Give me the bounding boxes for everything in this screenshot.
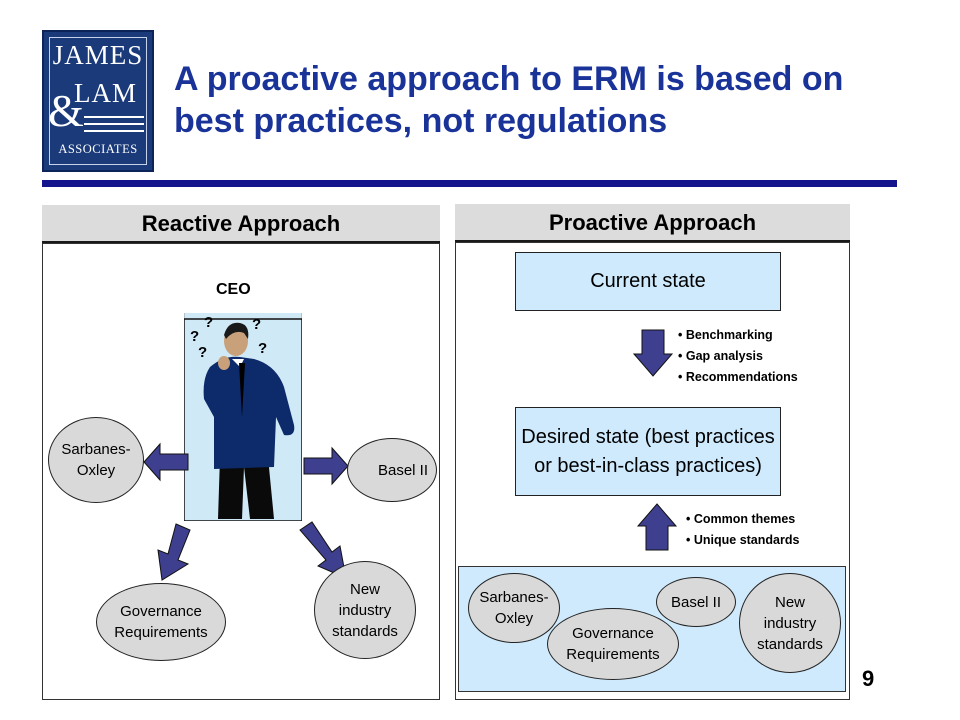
bullet-item: Common themes: [686, 509, 799, 530]
arrow-down-left-icon: [157, 523, 191, 581]
logo-line: [84, 130, 144, 132]
arrow-down-icon: [632, 329, 674, 377]
arrow-down-right-icon: [299, 521, 347, 579]
logo-text-associates: ASSOCIATES: [58, 142, 138, 156]
logo-line: [84, 123, 144, 125]
logo-ampersand: &: [48, 85, 84, 136]
basel-ellipse: Basel II: [656, 577, 736, 627]
logo-text-lam: LAM: [74, 78, 137, 108]
sarbanes-oxley-ellipse: Sarbanes- Oxley: [468, 573, 560, 643]
desired-state-box: Desired state (best practices or best-in…: [515, 407, 781, 496]
question-mark: ?: [198, 344, 208, 361]
industry-standards-ellipse: New industry standards: [314, 561, 416, 659]
governance-ellipse: Governance Requirements: [96, 583, 226, 661]
page-number: 9: [862, 666, 875, 691]
question-mark: ?: [258, 340, 268, 357]
governance-ellipse: Governance Requirements: [547, 608, 679, 680]
slide-title: A proactive approach to ERM is based on …: [174, 60, 844, 140]
sarbanes-oxley-ellipse: Sarbanes- Oxley: [48, 417, 144, 503]
reactive-header: Reactive Approach: [42, 205, 440, 243]
logo-text-james: JAMES: [52, 40, 144, 70]
title-divider: [42, 180, 897, 187]
arrow-up-icon: [636, 503, 678, 551]
benchmarking-bullets: Benchmarking Gap analysis Recommendation…: [678, 325, 798, 388]
basel-ellipse: Basel II: [347, 438, 437, 502]
company-logo: JAMES LAM & ASSOCIATES: [42, 30, 154, 172]
bullet-item: Gap analysis: [678, 346, 798, 367]
arrow-left-icon: [143, 442, 189, 482]
ceo-label: CEO: [216, 281, 251, 298]
bullet-item: Unique standards: [686, 530, 800, 551]
themes-bullets: Common themes Unique standards: [686, 509, 800, 551]
ceo-figure: [183, 306, 303, 522]
ceo-figure-icon: [183, 306, 303, 522]
industry-standards-ellipse: New industry standards: [739, 573, 841, 673]
question-mark: ?: [252, 316, 262, 333]
question-mark: ?: [190, 328, 200, 345]
proactive-header: Proactive Approach: [455, 204, 850, 242]
bullet-item: Benchmarking: [678, 325, 798, 346]
bullet-item: Recommendations: [678, 367, 798, 388]
arrow-right-icon: [303, 446, 349, 486]
current-state-box: Current state: [515, 252, 781, 311]
logo-line: [84, 116, 144, 118]
question-mark: ?: [204, 314, 214, 331]
